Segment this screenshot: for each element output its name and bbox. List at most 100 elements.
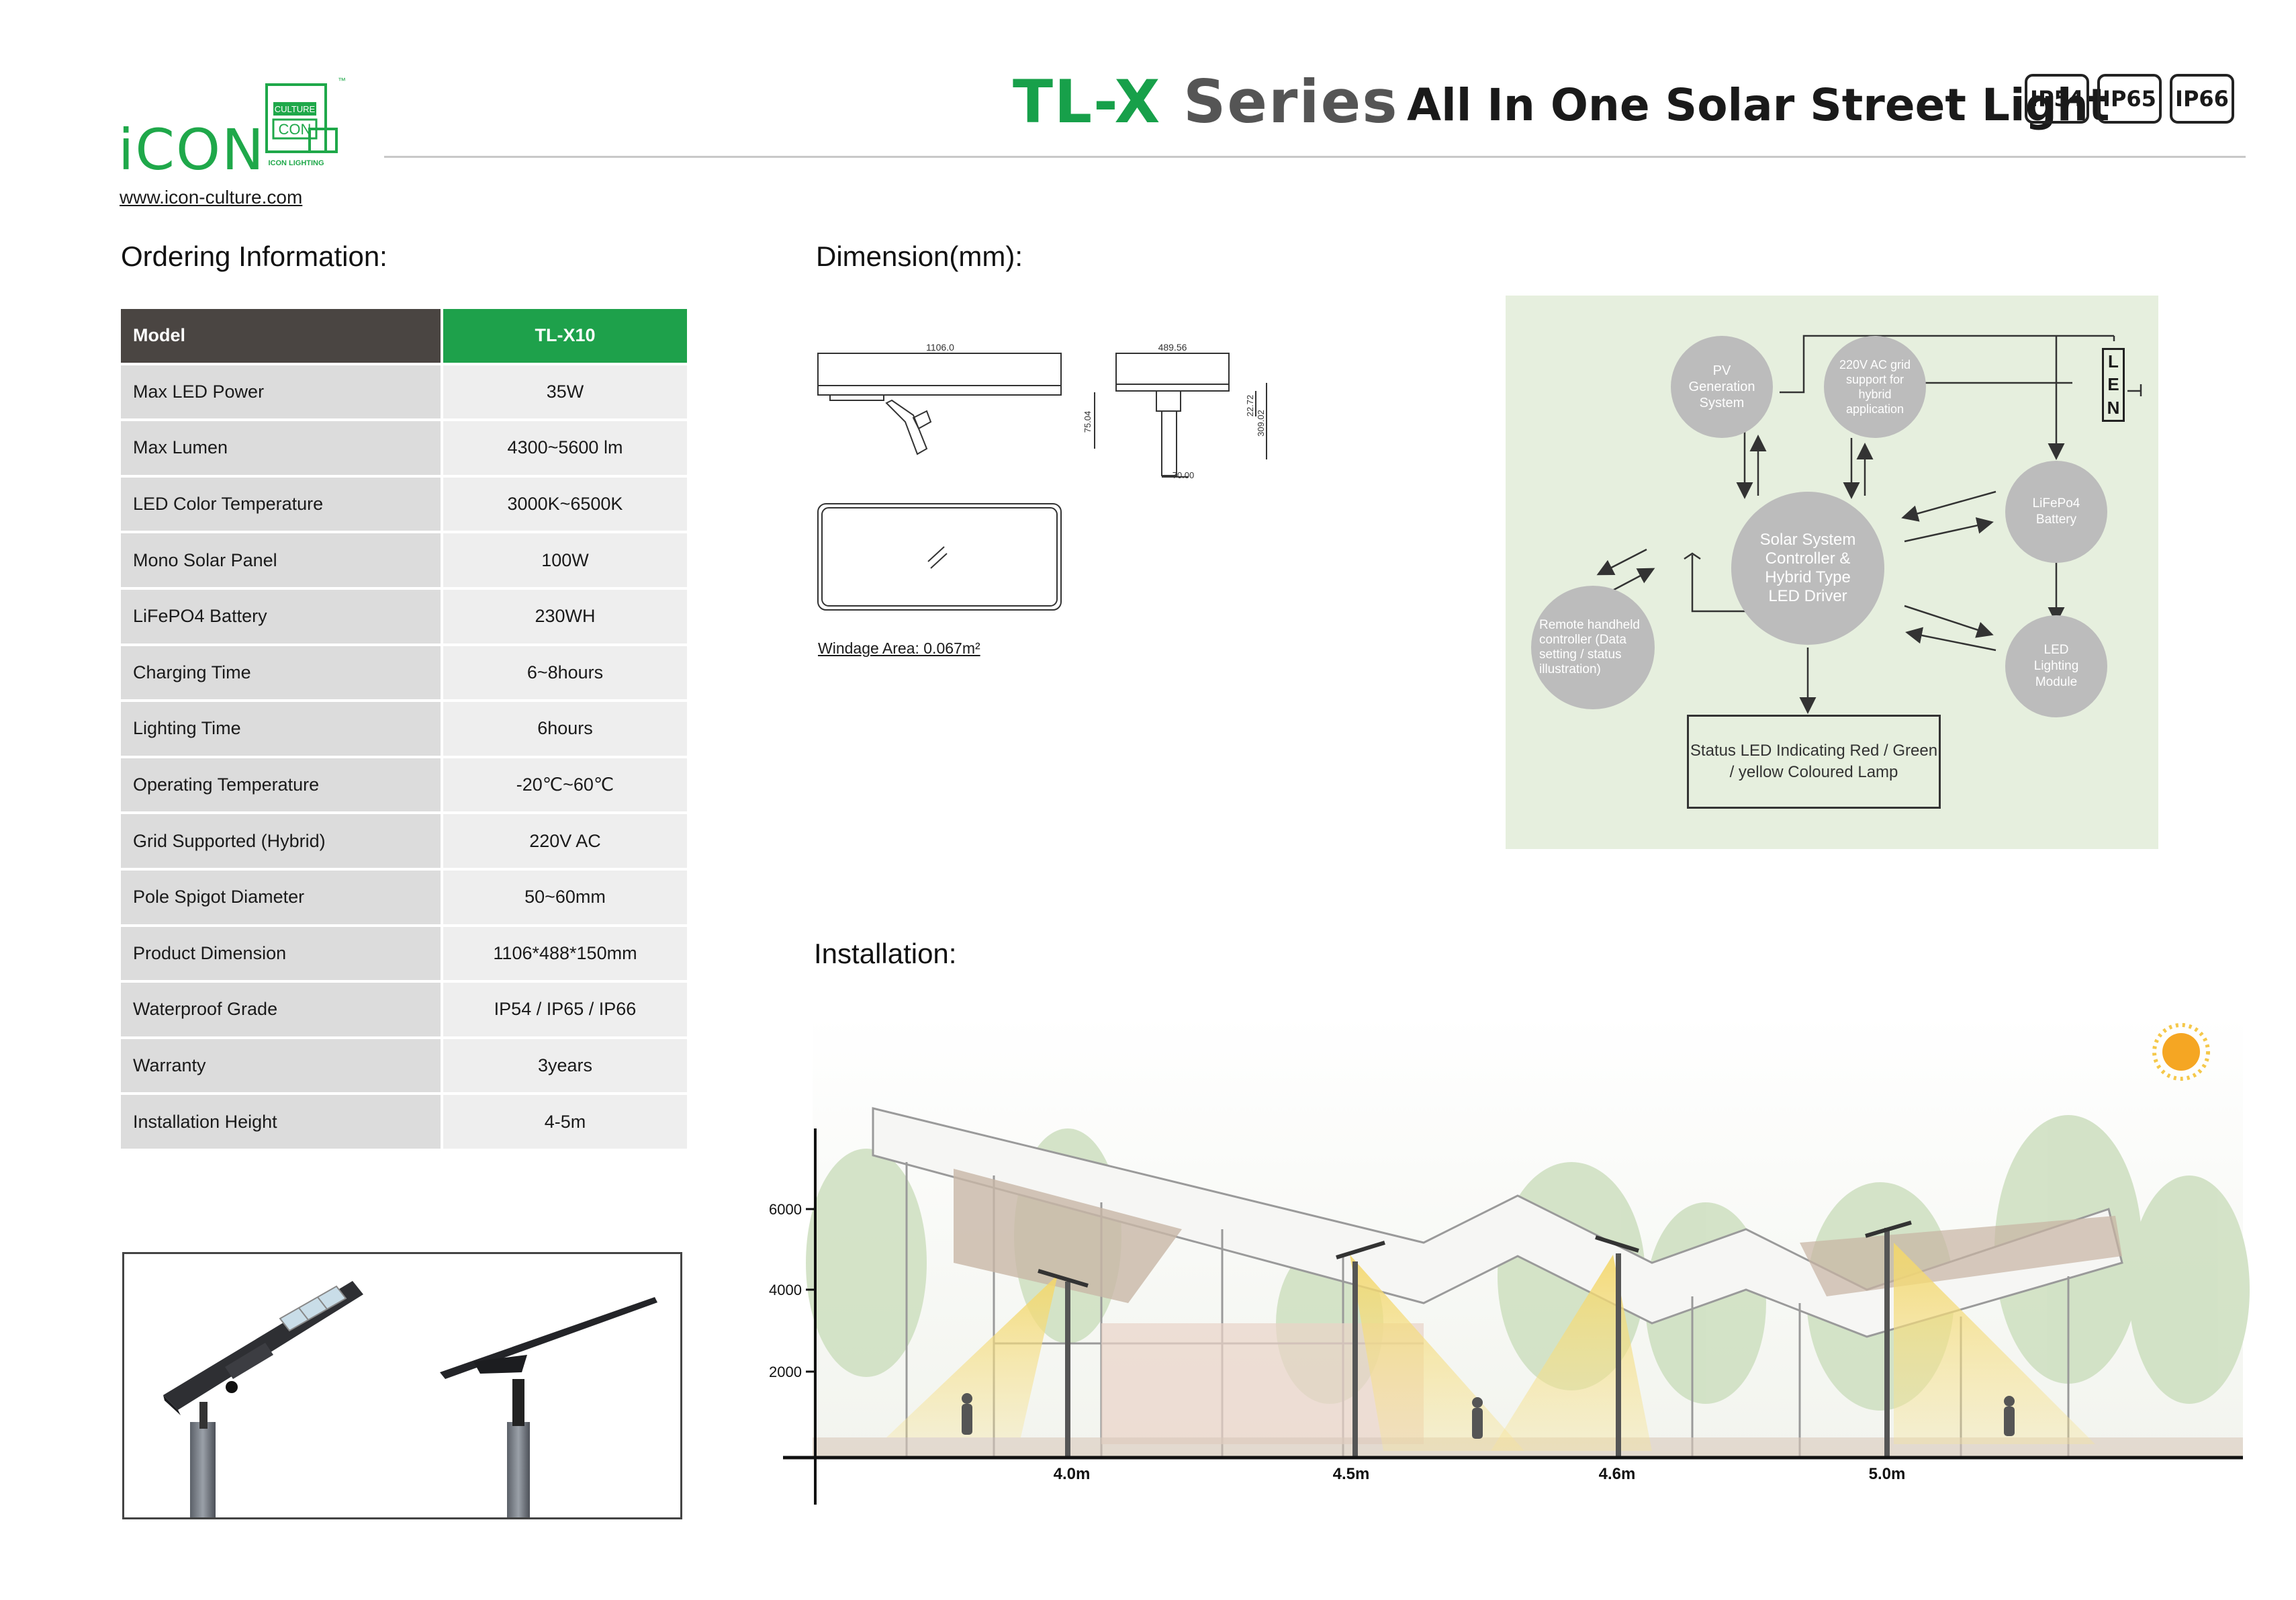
spec-key: Warranty bbox=[121, 1038, 443, 1093]
spec-key: Lighting Time bbox=[121, 702, 443, 756]
height-label: 4.6m bbox=[1599, 1465, 1636, 1483]
spec-key: Installation Height bbox=[121, 1095, 443, 1149]
street-light-render-icon bbox=[163, 1281, 657, 1517]
dim-height-label-3: 309.02 bbox=[1256, 410, 1266, 437]
installation-illustration: 6000 4000 2000 4.0m 4.5m 4.6m 5.0m bbox=[769, 1014, 2250, 1505]
spec-value: IP54 / IP65 / IP66 bbox=[443, 983, 687, 1036]
len-letter: L bbox=[2108, 351, 2119, 371]
system-diagram-lines bbox=[1531, 335, 2142, 717]
logo-mark-line-2: CON bbox=[279, 121, 312, 138]
y-tick-6000: 6000 bbox=[769, 1201, 802, 1218]
spec-key: LiFePO4 Battery bbox=[121, 589, 443, 643]
battery-label: LiFePo4 Battery bbox=[2032, 496, 2080, 527]
led-node bbox=[2005, 615, 2107, 717]
spec-value: 35W bbox=[443, 365, 687, 419]
height-label: 4.5m bbox=[1333, 1465, 1370, 1483]
dim-height-label-2: 22.72 bbox=[1245, 395, 1255, 417]
dimension-title: Dimension(mm): bbox=[816, 240, 1023, 272]
logo-mark-line-1: CULTURE bbox=[275, 104, 316, 114]
spec-key: Max Lumen bbox=[121, 421, 443, 475]
website-link[interactable]: www.icon-culture.com bbox=[120, 187, 303, 208]
grid-label: 220V AC grid support for hybrid applicat… bbox=[1839, 358, 1911, 416]
spec-value: 4300~5600 lm bbox=[443, 421, 687, 475]
series-suffix: Series bbox=[1183, 67, 1399, 136]
dim-spigot-label: 70.00 bbox=[1173, 470, 1195, 480]
spec-row: Grid Supported (Hybrid)220V AC bbox=[121, 814, 687, 871]
spec-key: Waterproof Grade bbox=[121, 983, 443, 1036]
spec-key: Max LED Power bbox=[121, 365, 443, 419]
spec-header-value: TL-X10 bbox=[443, 309, 687, 363]
height-label: 5.0m bbox=[1869, 1465, 1906, 1483]
system-diagram: PV Generation System 220V AC grid suppor… bbox=[1506, 296, 2158, 849]
installation-title: Installation: bbox=[814, 938, 957, 969]
controller-label: Solar System Controller & Hybrid Type LE… bbox=[1759, 531, 1856, 605]
sun-icon bbox=[2152, 1023, 2210, 1081]
product-subtitle: All In One Solar Street Light bbox=[1407, 79, 2110, 131]
brand-logo: iCON CULTURE CON ICON LIGHTING ™ bbox=[118, 75, 347, 183]
y-tick-4000: 4000 bbox=[769, 1282, 802, 1298]
spec-key: Grid Supported (Hybrid) bbox=[121, 814, 443, 868]
spec-value: 50~60mm bbox=[443, 870, 687, 924]
spec-value: 3000K~6500K bbox=[443, 477, 687, 531]
led-label: LED Lighting Module bbox=[2033, 643, 2079, 689]
spec-value: 1106*488*150mm bbox=[443, 926, 687, 981]
len-letter: N bbox=[2107, 398, 2120, 418]
pv-label: PV Generation System bbox=[1688, 363, 1755, 410]
series-prefix: TL-X bbox=[1013, 67, 1162, 136]
dim-height-label-1: 75.04 bbox=[1083, 411, 1093, 433]
dim-length-label: 1106.0 bbox=[926, 342, 954, 353]
ordering-title: Ordering Information: bbox=[121, 240, 387, 272]
spec-value: 220V AC bbox=[443, 814, 687, 868]
spec-key: Product Dimension bbox=[121, 926, 443, 981]
height-label: 4.0m bbox=[1054, 1465, 1091, 1483]
len-letter: E bbox=[2107, 374, 2119, 395]
controller-node bbox=[1731, 492, 1884, 645]
spec-header-row: Model TL-X10 bbox=[121, 309, 687, 365]
spec-value: 100W bbox=[443, 533, 687, 587]
spec-value: 3years bbox=[443, 1038, 687, 1093]
spec-value: 4-5m bbox=[443, 1095, 687, 1149]
logo-mark-line-3: ICON LIGHTING bbox=[268, 159, 324, 167]
spec-value: 6hours bbox=[443, 702, 687, 756]
spec-key: Operating Temperature bbox=[121, 758, 443, 812]
ip-badge: IP65 bbox=[2097, 74, 2162, 124]
header-divider bbox=[384, 156, 2246, 158]
ip-badge: IP54 bbox=[2025, 74, 2089, 124]
battery-node bbox=[2005, 461, 2107, 563]
dimension-drawing: 1106.0 489.56 75.04 22.72 309.02 70.00 bbox=[817, 342, 1267, 611]
ip-badge: IP66 bbox=[2170, 74, 2234, 124]
series-title: TL-X Series bbox=[1013, 67, 1399, 136]
spec-value: 6~8hours bbox=[443, 646, 687, 700]
logo-mark-icon: CULTURE CON ICON LIGHTING ™ bbox=[265, 76, 346, 167]
status-indicator-box: Status LED Indicating Red / Green / yell… bbox=[1687, 715, 1941, 809]
ip-badge-group: IP54 IP65 IP66 bbox=[2025, 74, 2234, 124]
spec-key: Mono Solar Panel bbox=[121, 533, 443, 587]
dim-width-label: 489.56 bbox=[1158, 342, 1187, 353]
spec-key: LED Color Temperature bbox=[121, 477, 443, 531]
grid-node bbox=[1824, 336, 1926, 438]
spec-key: Charging Time bbox=[121, 646, 443, 700]
logo-text: iCON bbox=[118, 117, 265, 183]
pv-node bbox=[1671, 336, 1773, 438]
y-tick-2000: 2000 bbox=[769, 1364, 802, 1380]
spec-header-key: Model bbox=[121, 309, 443, 363]
svg-text:™: ™ bbox=[338, 76, 346, 85]
windage-area: Windage Area: 0.067m² bbox=[818, 639, 980, 657]
spec-key: Pole Spigot Diameter bbox=[121, 870, 443, 924]
spec-value: 230WH bbox=[443, 589, 687, 643]
len-terminal: L E N bbox=[2102, 348, 2125, 422]
remote-node bbox=[1531, 586, 1655, 709]
remote-label: Remote handheld controller (Data setting… bbox=[1539, 618, 1640, 676]
